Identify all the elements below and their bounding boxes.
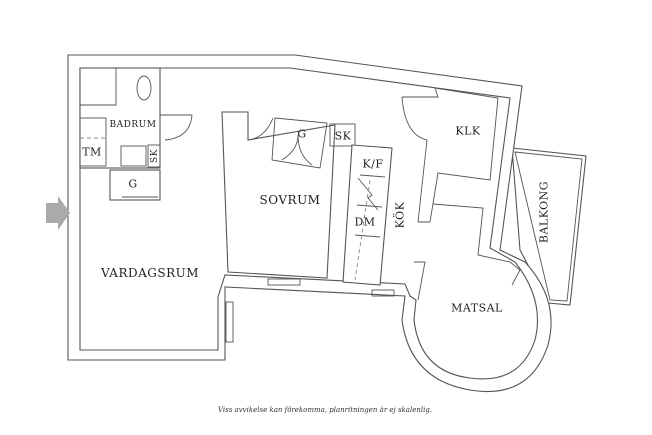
bedroom-walls [221,111,336,279]
room-label-g-hall: G [128,177,138,191]
room-label-klk: KLK [455,124,481,138]
storage-column [342,144,393,286]
room-label-matsal: MATSAL [451,301,503,315]
room-label-kok: KÖK [393,201,407,229]
room-label-sovrum: SOVRUM [259,193,321,207]
disclaimer-caption: Viss avvikelse kan förekomma, planritnin… [217,406,433,414]
room-label-badrum: BADRUM [109,120,157,130]
room-label-g-bedroom: G [297,127,307,141]
hall-closet [109,169,161,201]
room-label-sk-bath: SK [150,149,160,163]
room-label-vardagsrum: VARDAGSRUM [100,266,200,280]
room-label-dm: DM [354,215,376,229]
room-label-balkong: BALKONG [537,180,551,244]
room-label-tm: TM [82,145,102,159]
room-label-kf: K/F [362,157,384,171]
room-label-sk-bedroom: SK [334,129,352,143]
entrance-arrow-icon [46,196,70,230]
balcony-outline [511,147,587,306]
